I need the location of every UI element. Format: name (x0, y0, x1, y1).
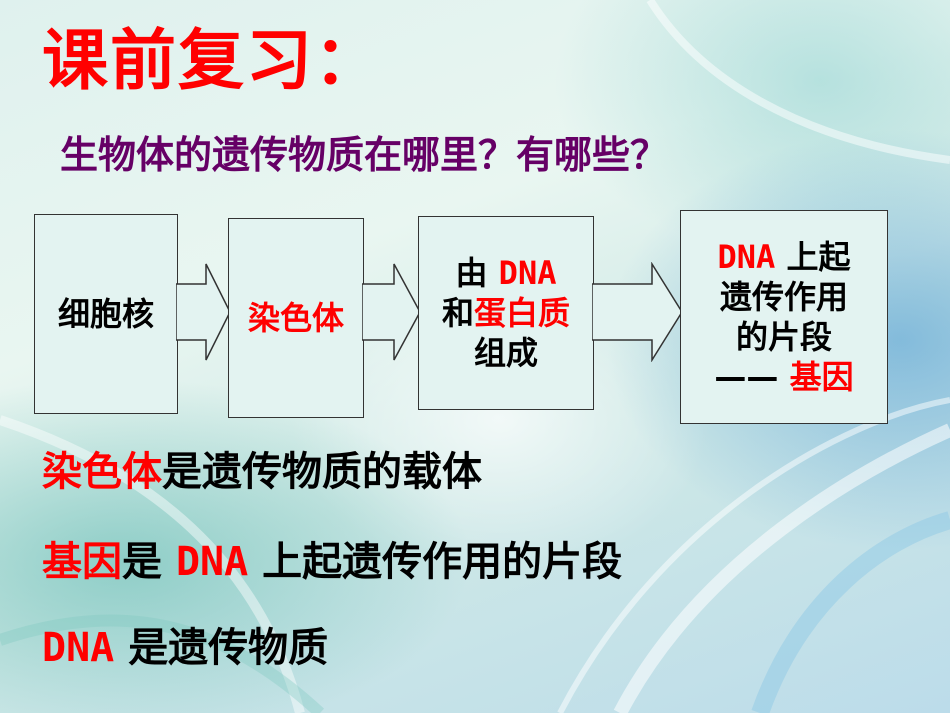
box-composition-line1: 由 DNA (455, 254, 557, 292)
conclusion-dna: DNA 是遗传物质 (42, 625, 329, 671)
arrow-3-icon (592, 262, 683, 362)
box-gene-line3: 的片段 (735, 318, 832, 356)
box-composition: 由 DNA 和蛋白质 组成 (418, 216, 594, 410)
box-chromosome: 染色体 (228, 218, 364, 418)
box-composition-line2: 和蛋白质 (441, 294, 571, 332)
box-gene-line4: —— 基因 (714, 358, 854, 396)
box-composition-line3: 组成 (473, 334, 538, 372)
box-nucleus-label: 细胞核 (57, 295, 154, 333)
slide-title: 课前复习： (42, 22, 382, 99)
conclusion-chromosome: 染色体是遗传物质的载体 (42, 449, 482, 495)
arrow-2-icon (362, 263, 421, 361)
box-gene-line2: 遗传作用 (719, 278, 848, 316)
box-gene-line1: DNA 上起 (717, 238, 851, 276)
box-gene: DNA 上起 遗传作用 的片段 —— 基因 (680, 210, 888, 424)
slide-question: 生物体的遗传物质在哪里？有哪些？ (60, 133, 669, 177)
box-chromosome-label: 染色体 (247, 299, 344, 337)
conclusion-gene: 基因是 DNA 上起遗传作用的片段 (42, 539, 623, 585)
box-nucleus: 细胞核 (34, 214, 178, 414)
arrow-1-icon (176, 263, 231, 361)
